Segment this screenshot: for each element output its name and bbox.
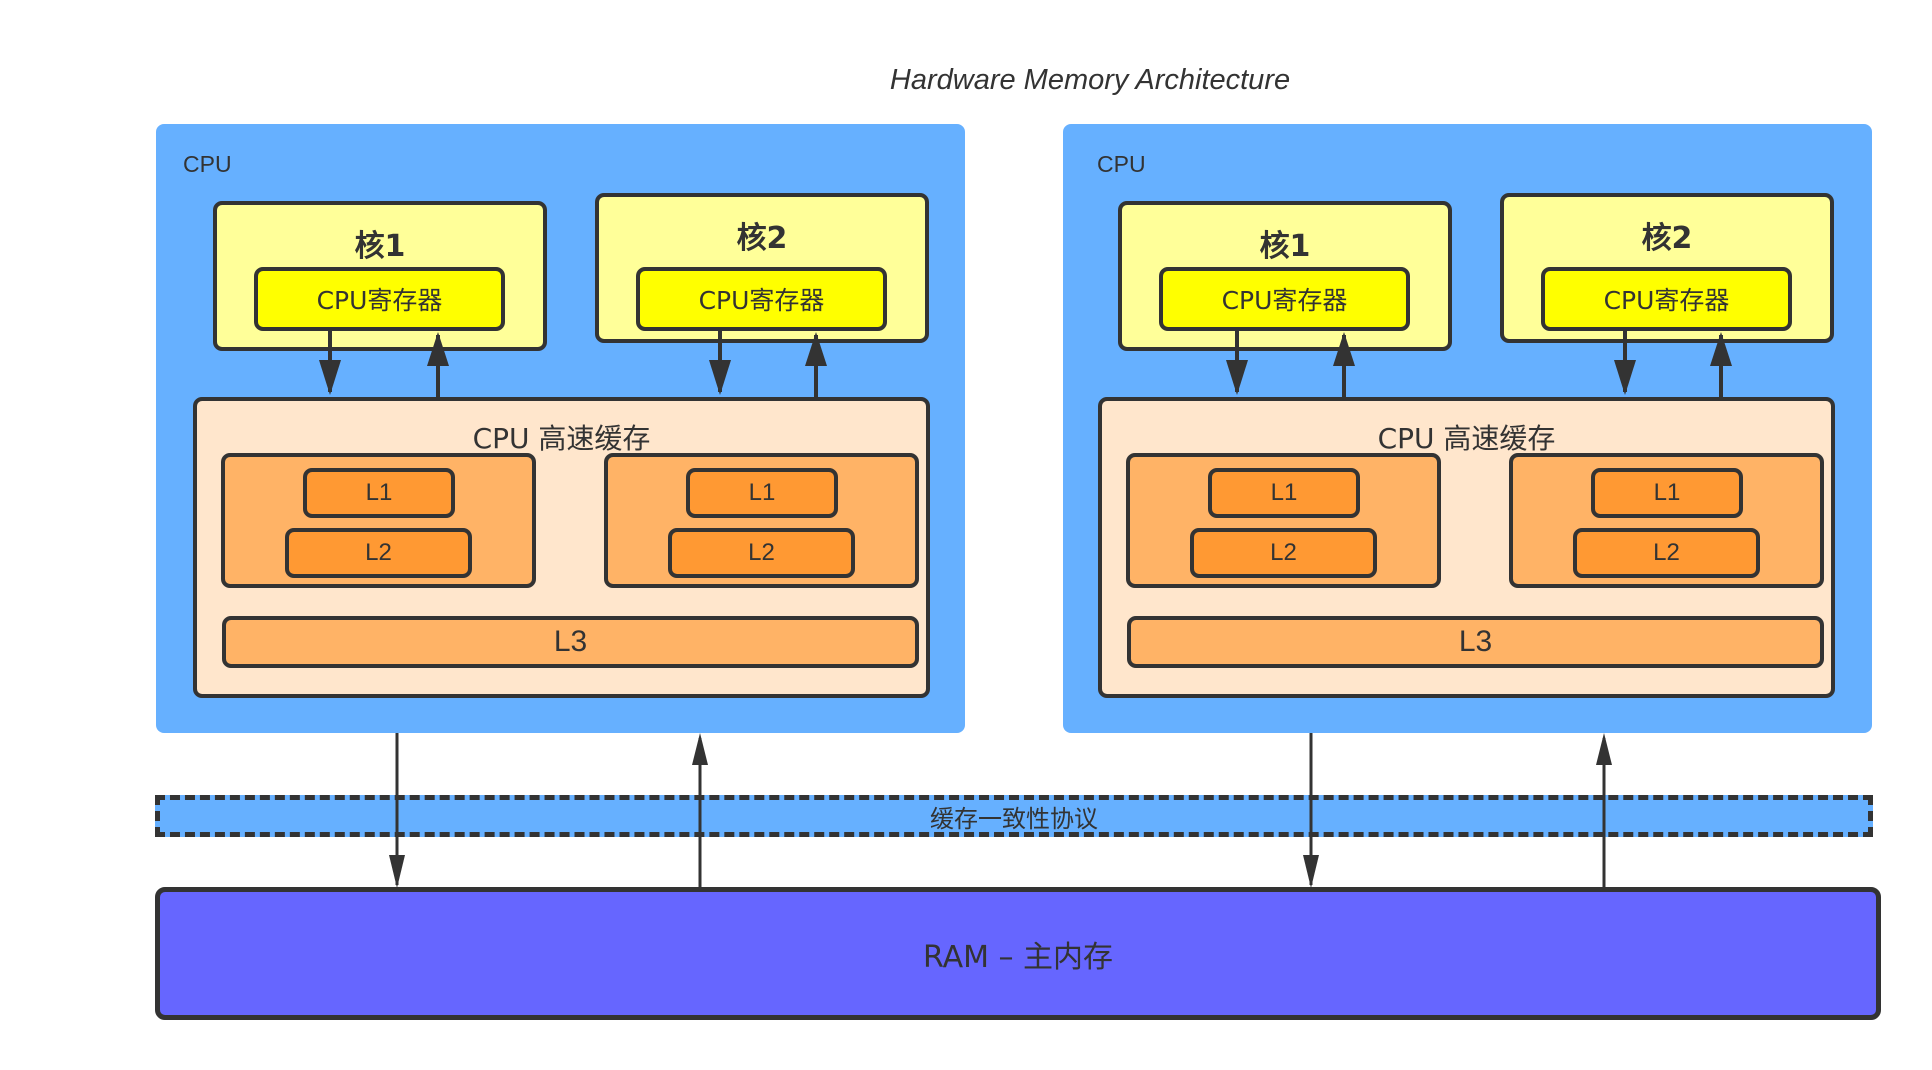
cpu2-core1-l2: L2 bbox=[1190, 528, 1377, 578]
diagram-title: Hardware Memory Architecture bbox=[889, 64, 1291, 96]
cpu2-core2-l1: L1 bbox=[1591, 468, 1743, 518]
cpu1-core1-register: CPU寄存器 bbox=[254, 267, 505, 331]
cpu2-core2-register: CPU寄存器 bbox=[1541, 267, 1792, 331]
cpu1-l3: L3 bbox=[222, 616, 919, 668]
cpu2-core2-title: 核2 bbox=[1641, 221, 1693, 256]
cpu2-cache-title: CPU 高速缓存 bbox=[1377, 422, 1556, 455]
cpu-label-2: CPU bbox=[1097, 151, 1146, 177]
ram-main-memory: RAM – 主内存 bbox=[155, 887, 1881, 1020]
cpu1-core2-title: 核2 bbox=[736, 221, 788, 256]
cpu1-core1-title: 核1 bbox=[354, 229, 406, 264]
cpu2-core2-l2: L2 bbox=[1573, 528, 1760, 578]
cpu-label-1: CPU bbox=[183, 151, 232, 177]
cache-coherence-protocol: 缓存一致性协议 bbox=[155, 795, 1873, 837]
cpu2-core1-title: 核1 bbox=[1259, 229, 1311, 264]
cpu2-core1-l1: L1 bbox=[1208, 468, 1360, 518]
cpu1-core2-l1: L1 bbox=[686, 468, 838, 518]
cpu1-core2-l2: L2 bbox=[668, 528, 855, 578]
cpu2-l3: L3 bbox=[1127, 616, 1824, 668]
cpu1-cache-title: CPU 高速缓存 bbox=[472, 422, 651, 455]
cpu1-core1-l2: L2 bbox=[285, 528, 472, 578]
cpu1-core2-register: CPU寄存器 bbox=[636, 267, 887, 331]
cpu1-core1-l1: L1 bbox=[303, 468, 455, 518]
cpu2-core1-register: CPU寄存器 bbox=[1159, 267, 1410, 331]
